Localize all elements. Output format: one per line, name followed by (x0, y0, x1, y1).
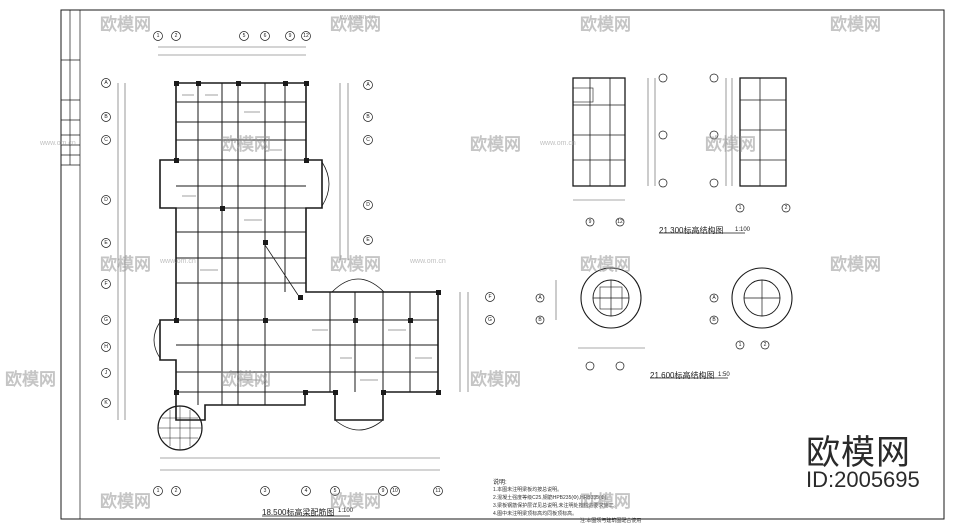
grid-axis-label: D (366, 202, 370, 208)
note-item: 2.混凝土强度等级C25,钢筋HPB235(Φ),HRB335(Φ)。 (493, 495, 612, 501)
grid-axis-label: C (104, 137, 108, 143)
grid-axis-label: B (366, 114, 370, 120)
watermark-logo: 欧模网 (100, 255, 151, 274)
grid-axis-label: 5 (333, 488, 337, 494)
roof-plan (572, 73, 791, 227)
grid-axis-label: 5 (242, 33, 246, 39)
note-item: 1.本图未注明梁板均按总说明。 (493, 487, 563, 493)
floor-plan-title: 18.500标高梁配筋图 (262, 508, 335, 517)
watermark-url: www.om.cn (160, 258, 196, 265)
grid-axis-label: B (538, 317, 542, 323)
watermark-logo: 欧模网 (330, 255, 381, 274)
watermark-logo: 欧模网 (830, 255, 881, 274)
grid-axis-label: C (366, 137, 370, 143)
grid-axis-label: B (712, 317, 716, 323)
grid-axis-label: K (104, 400, 108, 406)
floor-plan-scale: 1:100 (338, 508, 354, 514)
grid-axis-label: A (366, 82, 370, 88)
floor-plan-columns (174, 81, 441, 395)
grid-axis-label: 1 (156, 33, 160, 39)
watermark-url: www.om.cn (540, 140, 576, 147)
corner-turret-grid (158, 406, 202, 450)
grid-axis-label: A (104, 80, 108, 86)
grid-axis-label: 4 (304, 488, 308, 494)
grid-axis-label: F (488, 294, 492, 300)
watermark-logo: 欧模网 (580, 492, 631, 511)
grid-axis-label: J (104, 370, 108, 376)
watermark-logo: 欧模网 (830, 15, 881, 34)
grid-axis-label: 11 (435, 488, 441, 494)
grid-axis-label: G (104, 317, 108, 323)
turret-plan (535, 267, 793, 371)
watermark-logo: 欧模网 (470, 370, 521, 389)
grid-axis-label: 1 (738, 342, 742, 348)
roof-plan-title: 21.300标高结构图 (659, 226, 724, 235)
watermark-url: www.om.cn (40, 140, 76, 147)
grid-axis-label: B (104, 114, 108, 120)
watermark-logo: 欧模网 (580, 15, 631, 34)
watermark-logo: 欧模网 (100, 15, 151, 34)
roof-plan-scale: 1:100 (735, 227, 751, 233)
watermark-logo: 欧模网 (100, 492, 151, 511)
floor-plan-outline (159, 82, 439, 421)
title-block-column (61, 10, 81, 519)
grid-axis-label: 9 (381, 488, 385, 494)
note-item: 4.图中未注明梁顶标高均同板顶标高。 (493, 511, 578, 517)
watermark-logo: 欧模网 (220, 370, 271, 389)
grid-axis-label: E (104, 240, 108, 246)
grid-axis-label: A (538, 295, 542, 301)
grid-axis-label: 9 (288, 33, 292, 39)
brand-id-label: ID:2005695 (806, 467, 920, 492)
notes-footer: 注:本图须与建筑图配合使用 (580, 518, 642, 524)
bay-window-right (321, 161, 330, 207)
bay-window-left (153, 321, 161, 359)
watermark-logo: 欧模网 (580, 255, 631, 274)
grid-axis-label: G (488, 317, 492, 323)
grid-axis-label: F (104, 281, 108, 287)
watermark-logo: 欧模网 (330, 15, 381, 34)
dimension-lines (117, 46, 469, 471)
watermark-logo: 欧模网 (330, 492, 381, 511)
grid-axis-label: E (366, 237, 370, 243)
watermark-url: www.om.cn (410, 258, 446, 265)
grid-axis-label: 12 (303, 33, 309, 39)
watermark-logo: 欧模网 (220, 135, 271, 154)
grid-axis-label: 3 (263, 488, 267, 494)
floor-plan-diagonal (264, 244, 299, 296)
watermark-logo: 欧模网 (470, 135, 521, 154)
title-underlines (262, 232, 745, 517)
turret-plan-title: 21.600标高结构图 (650, 371, 715, 380)
grid-axis-label: 2 (784, 205, 788, 211)
grid-axis-label: 2 (763, 342, 767, 348)
watermark-logo: 欧模网 (705, 135, 756, 154)
watermark-url: www.om.cn (340, 14, 376, 21)
grid-axis-label: 2 (174, 488, 178, 494)
turret-top (331, 278, 385, 293)
watermark-logo: 欧模网 (5, 370, 56, 389)
notes-heading: 说明: (493, 480, 507, 486)
grid-axis-label: 2 (174, 33, 178, 39)
floor-axis-bubbles (101, 31, 495, 496)
grid-axis-label: 9 (588, 219, 592, 225)
floor-plan-beams (176, 83, 438, 405)
brand-logo-text: 欧模网 (806, 434, 911, 472)
grid-axis-label: H (104, 344, 108, 350)
bottom-porch-arc (334, 419, 384, 431)
grid-axis-label: 6 (263, 33, 267, 39)
sheet-border (60, 9, 945, 520)
grid-axis-label: A (712, 295, 716, 301)
grid-axis-label: 1 (156, 488, 160, 494)
note-item: 3.梁板钢筋保护层详见总说明,未注明处按构造要求施工。 (493, 503, 619, 509)
grid-axis-label: 10 (392, 488, 398, 494)
floor-plan (153, 81, 441, 451)
grid-axis-label: D (104, 197, 108, 203)
grid-axis-label: 12 (617, 219, 623, 225)
turret-plan-scale: 1:50 (718, 372, 730, 378)
grid-axis-label: 1 (738, 205, 742, 211)
beam-annotations (182, 94, 432, 381)
